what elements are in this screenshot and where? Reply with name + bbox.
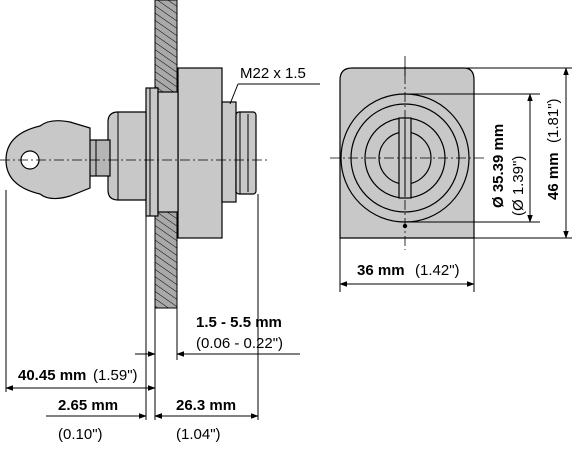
width-metric: 36 mm xyxy=(357,262,405,279)
bezel-depth-imperial: (0.10") xyxy=(58,426,103,443)
thread-nut xyxy=(221,101,237,203)
front-view: 36 mm (1.42") Ø 35.39 mm (Ø 1.39") 46 mm… xyxy=(330,56,572,292)
panel-thickness-imperial: (0.06 - 0.22") xyxy=(196,335,283,352)
thread-label: M22 x 1.5 xyxy=(240,65,306,82)
front-depth-imperial: (1.59") xyxy=(93,367,138,384)
rear-depth-imperial: (1.04") xyxy=(176,426,221,443)
height-metric: 46 mm xyxy=(545,152,562,200)
width-imperial: (1.42") xyxy=(415,262,460,279)
bezel-ring xyxy=(157,91,179,213)
rear-housing xyxy=(177,67,223,239)
height-imperial: (1.81") xyxy=(545,98,562,143)
panel-thickness-metric: 1.5 - 5.5 mm xyxy=(196,314,282,331)
bezel-depth-metric: 2.65 mm xyxy=(58,397,118,414)
bezel-flange xyxy=(145,87,159,217)
side-view: M22 x 1.5 1.5 - 5.5 mm (0.06 - 0.22") 40… xyxy=(0,0,320,443)
rear-cap xyxy=(235,111,257,195)
diameter-metric: Ø 35.39 mm xyxy=(490,124,507,208)
front-depth-metric: 40.45 mm xyxy=(18,367,86,384)
diameter-imperial: (Ø 1.39") xyxy=(510,156,527,216)
lock-cylinder xyxy=(107,111,147,201)
rear-depth-metric: 26.3 mm xyxy=(176,397,236,414)
